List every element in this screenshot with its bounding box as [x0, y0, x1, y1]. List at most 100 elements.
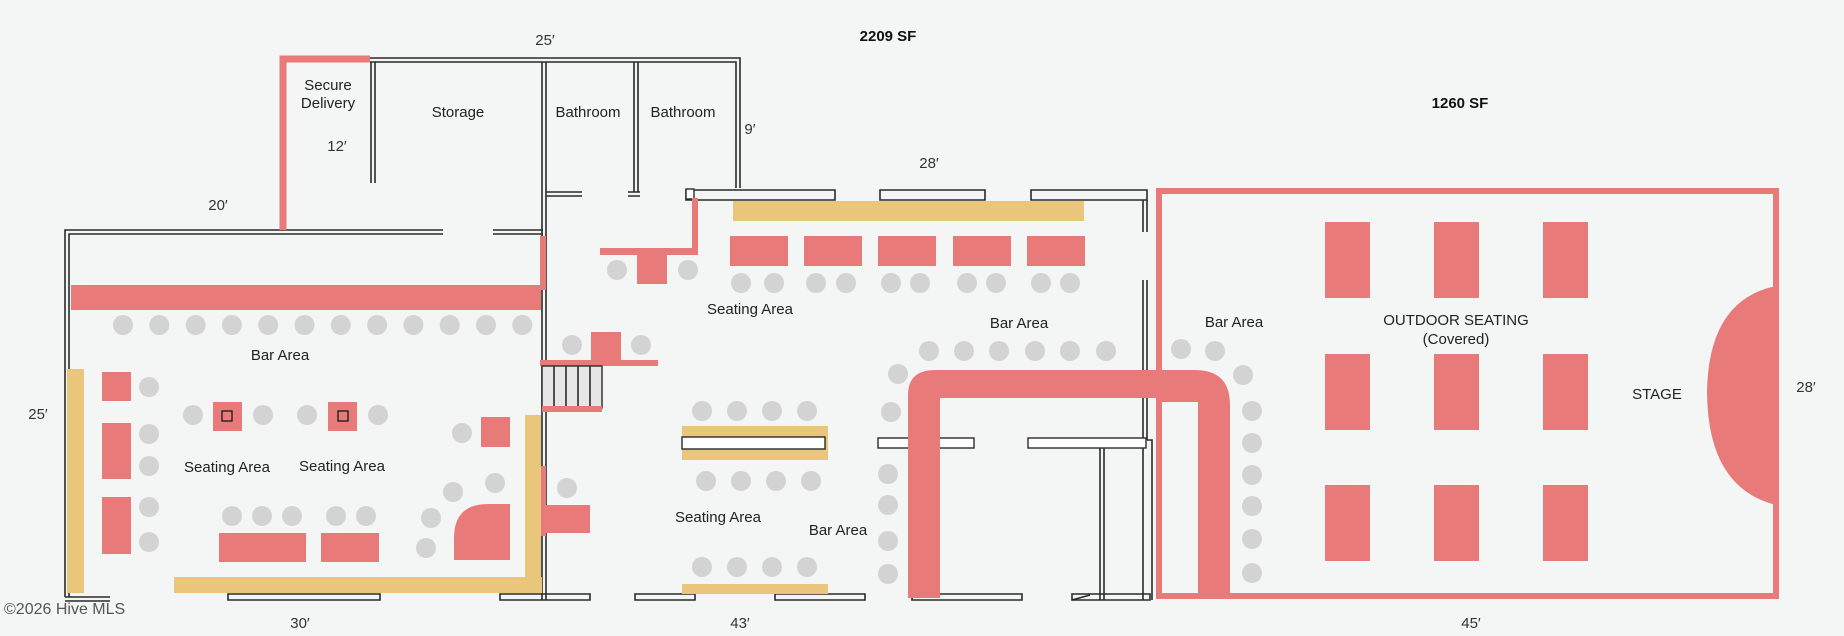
seat	[439, 315, 460, 335]
dim-bottom-43: 43′	[730, 615, 750, 632]
seat	[139, 424, 159, 444]
seat	[252, 506, 272, 526]
counter-left-wall	[67, 369, 84, 593]
dim-left-20: 20′	[208, 197, 228, 214]
seat	[692, 401, 712, 421]
seat	[801, 471, 821, 491]
stairs	[541, 365, 603, 412]
label-seating-area-top: Seating Area	[707, 301, 794, 318]
table-l3	[102, 497, 131, 554]
wall-central-east-1	[1142, 200, 1148, 232]
table-row-2	[804, 236, 862, 266]
seat	[1060, 341, 1080, 361]
dim-secure-12: 12′	[327, 138, 347, 155]
table-row-3	[878, 236, 936, 266]
seat	[692, 557, 712, 577]
seat	[139, 377, 159, 397]
bar-counter-center	[908, 370, 1230, 598]
dim-top: 25′	[535, 32, 555, 49]
outdoor-table-5	[1434, 354, 1479, 430]
seat	[221, 315, 242, 335]
ledge-stair	[540, 360, 658, 366]
table-post-1	[213, 402, 242, 431]
seat	[443, 482, 463, 502]
seat	[1060, 273, 1080, 293]
seat	[631, 335, 651, 355]
seat	[149, 315, 170, 335]
stair-steps	[553, 366, 591, 408]
seat	[731, 273, 751, 293]
table-bottom-1	[219, 533, 306, 562]
seat	[678, 260, 698, 280]
seat	[562, 335, 582, 355]
wall-central-east-2	[1142, 280, 1148, 440]
wall-south-1	[65, 596, 110, 602]
tan-counters	[67, 201, 1084, 594]
seat	[764, 273, 784, 293]
seat	[878, 464, 898, 484]
corner-booth	[454, 504, 510, 560]
seat	[1242, 529, 1262, 549]
label-bar-area-left: Bar Area	[251, 347, 310, 364]
seat	[957, 273, 977, 293]
wall-storage-east	[541, 62, 547, 188]
seat	[222, 506, 242, 526]
post-1	[221, 410, 233, 422]
seat	[762, 401, 782, 421]
seat	[910, 273, 930, 293]
outdoor-table-2	[1434, 222, 1479, 298]
ledge-top	[600, 248, 692, 255]
table-l2	[102, 423, 131, 479]
seat	[512, 315, 533, 335]
seat	[797, 557, 817, 577]
dim-bath-9: 9′	[744, 121, 755, 138]
bar-counter-left	[71, 285, 541, 310]
counter-center-top	[681, 436, 826, 450]
seat	[1242, 496, 1262, 516]
door-arc	[1071, 594, 1091, 601]
wall-central-east-3	[1142, 439, 1153, 600]
table-row-1	[730, 236, 788, 266]
seat	[878, 495, 898, 515]
ledge-vertical	[692, 198, 698, 255]
seat	[421, 508, 441, 528]
seat	[881, 402, 901, 422]
seat	[727, 401, 747, 421]
seat	[403, 315, 424, 335]
seat	[139, 456, 159, 476]
door-jamb	[685, 188, 695, 200]
bar-accent	[540, 236, 546, 290]
wall-south-2	[227, 593, 381, 601]
seat	[797, 401, 817, 421]
bar-accent-lower	[540, 466, 546, 536]
table-row-5	[1027, 236, 1085, 266]
label-bar-area-right: Bar Area	[990, 315, 1049, 332]
seat	[485, 473, 505, 493]
wall-left-room-north	[180, 229, 443, 235]
dimensions: 25′ 20′ 12′ 9′ 28′ 25′ 30′ 43′ 45′ 28′	[28, 32, 1816, 632]
seat	[356, 506, 376, 526]
seat	[878, 531, 898, 551]
seat	[294, 315, 315, 335]
seat	[806, 273, 826, 293]
seat	[919, 341, 939, 361]
sf-outdoor: 1260 SF	[1432, 95, 1489, 112]
outdoor-table-6	[1543, 354, 1588, 430]
seat	[607, 260, 627, 280]
seat	[1242, 401, 1262, 421]
seat	[989, 341, 1009, 361]
wall-central-north-2	[879, 189, 986, 201]
seat	[762, 557, 782, 577]
seat	[253, 405, 273, 425]
label-seating-area-1: Seating Area	[184, 459, 271, 476]
label-bar-area-center: Bar Area	[809, 522, 868, 539]
seat	[881, 273, 901, 293]
table-top-bar	[637, 252, 667, 284]
seat	[185, 315, 206, 335]
table-post-2	[328, 402, 357, 431]
wall-interior-2	[1027, 437, 1147, 449]
seat	[113, 315, 133, 335]
seat	[557, 478, 577, 498]
sf-main: 2209 SF	[860, 28, 917, 45]
